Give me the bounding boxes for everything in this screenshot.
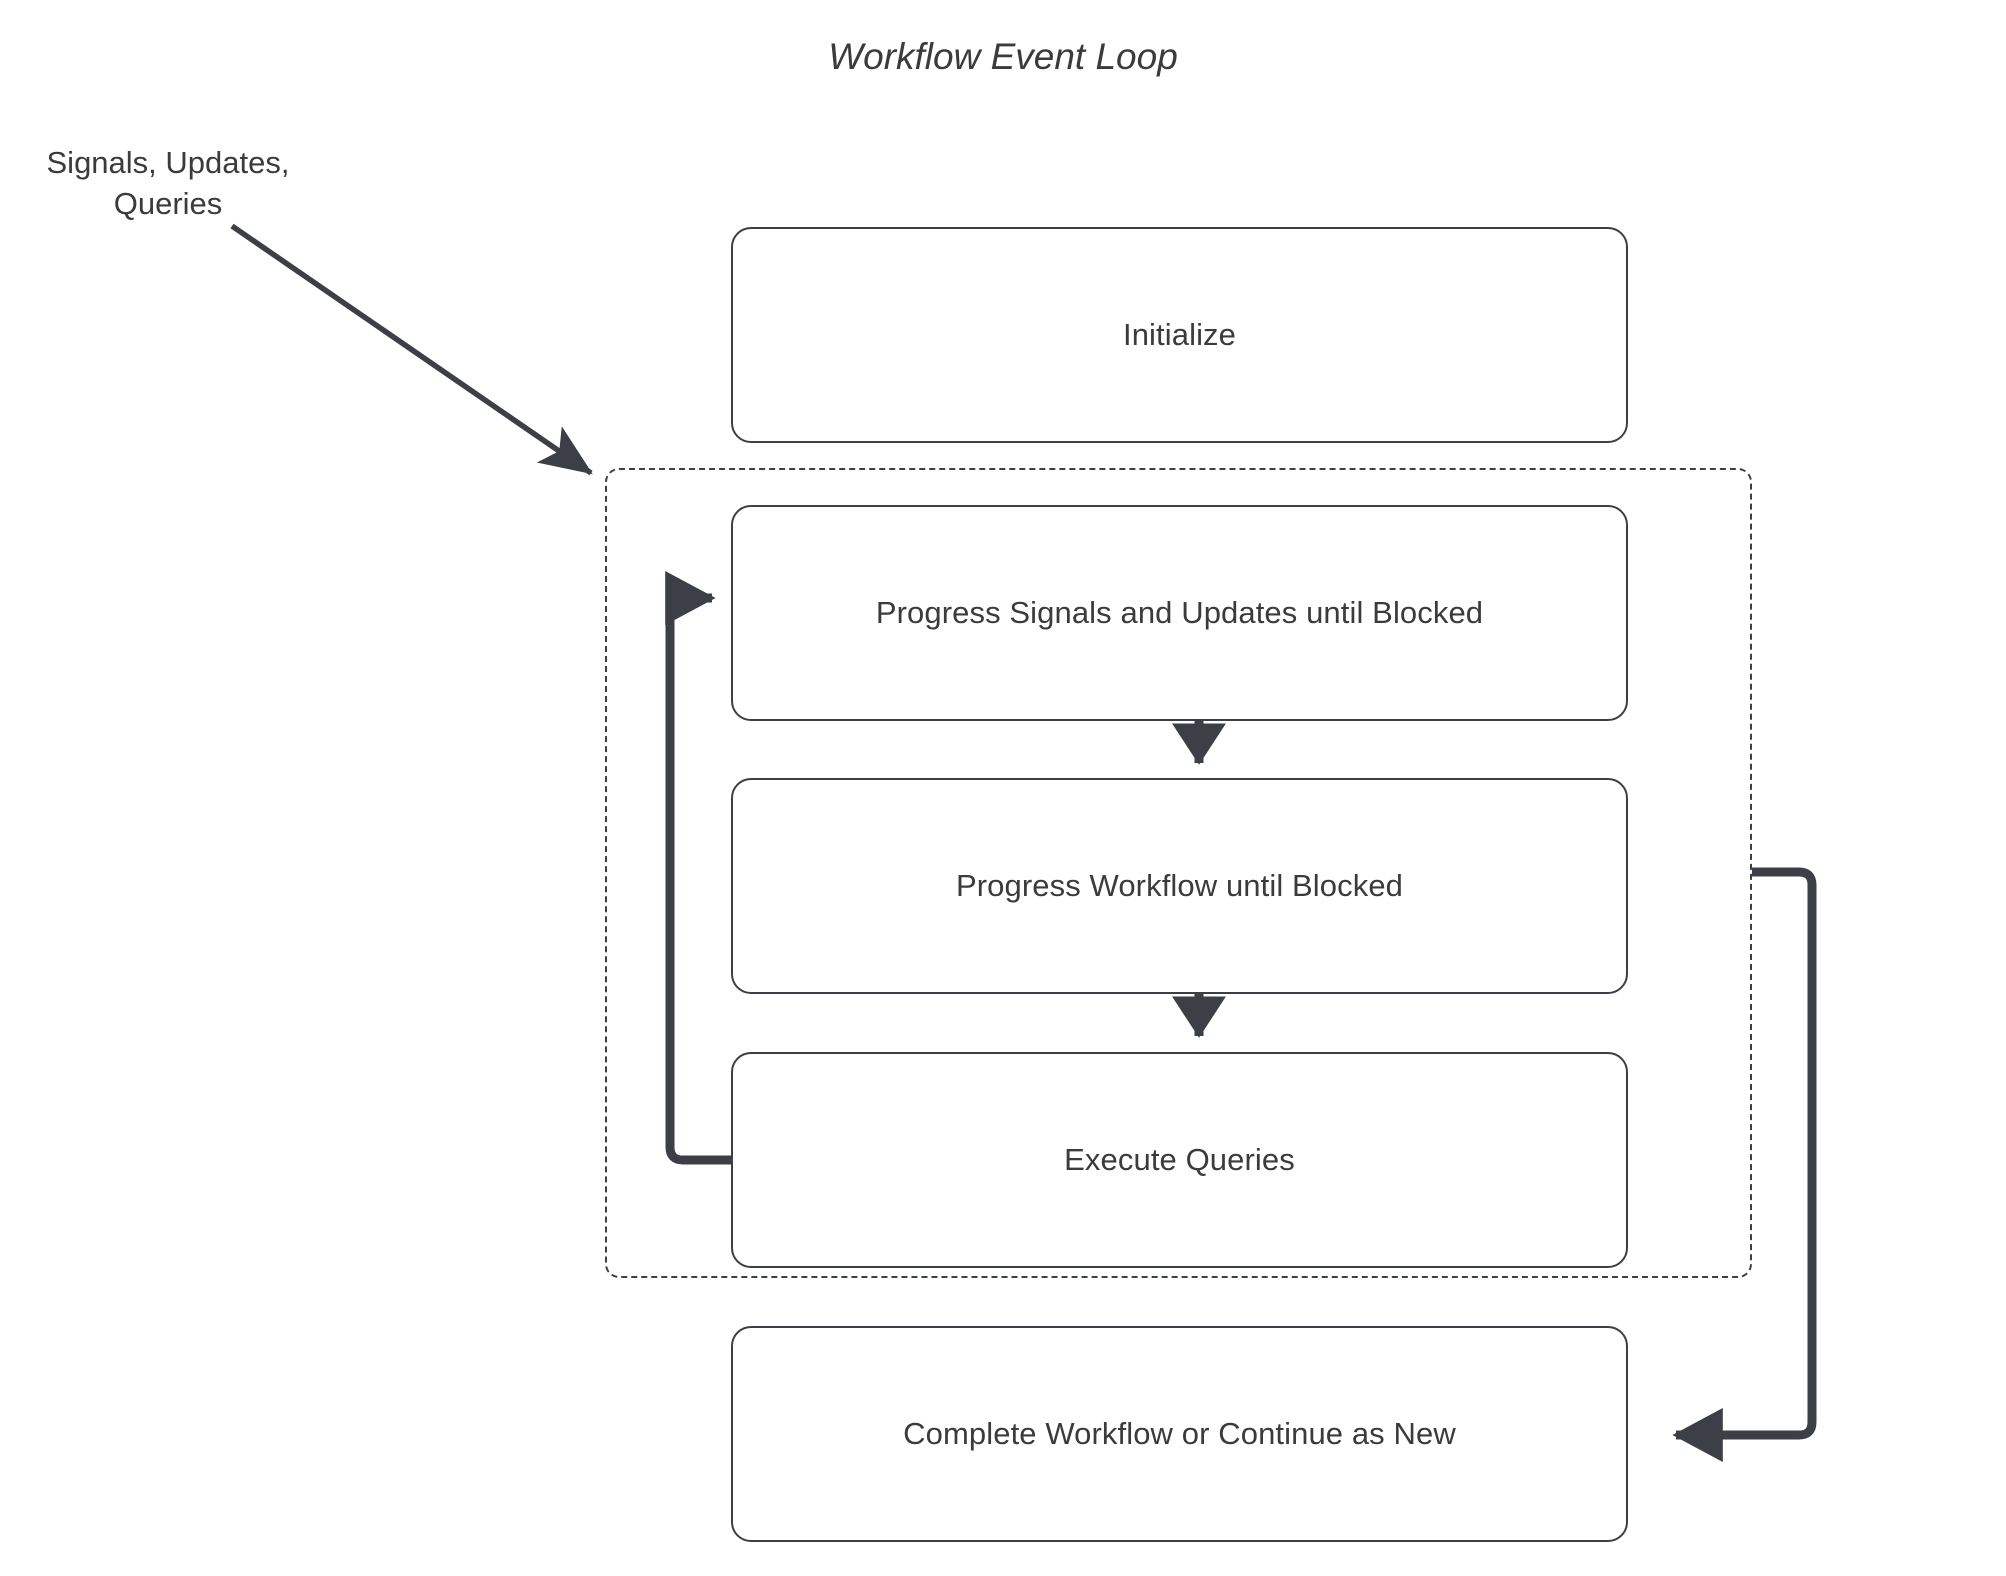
input-source-label-line2: Queries xyxy=(113,185,223,221)
node-progress-workflow-label: Progress Workflow until Blocked xyxy=(955,868,1404,904)
edge-input-to-loop xyxy=(230,223,593,476)
node-execute-queries[interactable]: Execute Queries xyxy=(731,1052,1628,1268)
node-progress-signals[interactable]: Progress Signals and Updates until Block… xyxy=(731,505,1628,721)
event-loop-group-boundary xyxy=(605,468,1752,1278)
page-title: Workflow Event Loop xyxy=(828,36,1178,77)
node-initialize-label: Initialize xyxy=(1123,317,1236,353)
input-source-label: Signals, Updates, Queries xyxy=(18,143,318,225)
node-initialize[interactable]: Initialize xyxy=(731,227,1628,443)
node-execute-queries-label: Execute Queries xyxy=(1064,1142,1295,1178)
node-progress-signals-label: Progress Signals and Updates until Block… xyxy=(875,595,1484,631)
node-complete-workflow[interactable]: Complete Workflow or Continue as New xyxy=(731,1326,1628,1542)
node-complete-workflow-label: Complete Workflow or Continue as New xyxy=(903,1416,1456,1452)
node-progress-workflow[interactable]: Progress Workflow until Blocked xyxy=(731,778,1628,994)
input-source-label-line1: Signals, Updates, xyxy=(46,145,290,180)
